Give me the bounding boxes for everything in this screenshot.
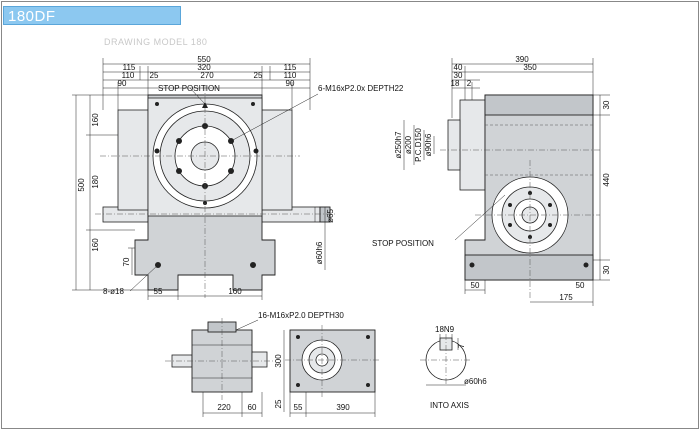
bolt-hole xyxy=(154,148,160,154)
dim-160-bottom: 160 xyxy=(91,238,100,252)
left-side-panel xyxy=(117,109,149,211)
right-side-panel xyxy=(261,109,293,211)
dim-60: 60 xyxy=(248,403,257,412)
side-top-plate xyxy=(484,94,594,116)
dim-25-bottom: 25 xyxy=(274,399,283,408)
model-subtitle: DRAWING MODEL 180 xyxy=(104,37,208,47)
dim-300: 300 xyxy=(274,354,283,368)
dim-550: 550 xyxy=(197,55,211,64)
side-view: 390 40 350 30 18 2 ø250h7 ø200 P.C.D150 … xyxy=(372,55,611,306)
hole-label-front: 8-ø18 xyxy=(103,287,124,296)
dim-25-right: 25 xyxy=(254,71,263,80)
dim-keyway-width: 18N9 xyxy=(435,325,455,334)
dim-110-left: 110 xyxy=(122,71,135,80)
bolt-hole xyxy=(176,138,182,144)
side-base xyxy=(464,254,594,281)
title-banner: 180DF xyxy=(3,6,181,25)
dim-18-side: 18 xyxy=(451,79,460,88)
bottom-right-shaft xyxy=(251,351,268,368)
dim-390-bottom: 390 xyxy=(336,403,350,412)
dim-shaft-dia-65: ø65 xyxy=(326,209,335,223)
bottom-view: 16-M16xP2.0 DEPTH30 220 60 300 25 55 390 xyxy=(165,311,380,417)
dim-115-right: 115 xyxy=(284,63,297,72)
dim-25-left: 25 xyxy=(150,71,159,80)
dim-175: 175 xyxy=(559,293,573,302)
dim-2-side: 2 xyxy=(467,79,472,88)
dim-500: 500 xyxy=(77,178,86,192)
tap-label-front: 6-M16xP2.0x DEPTH22 xyxy=(318,84,404,93)
bolt-hole xyxy=(228,168,234,174)
dim-90-left: 90 xyxy=(118,79,127,88)
dim-55: 55 xyxy=(154,287,163,296)
dim-90-right: 90 xyxy=(286,79,295,88)
dim-220: 220 xyxy=(217,403,231,412)
dim-70: 70 xyxy=(122,257,131,266)
dim-115-left: 115 xyxy=(123,63,136,72)
dim-dia-90: ø90h6 xyxy=(424,133,433,156)
stop-position-label-front: STOP POSITION xyxy=(158,84,220,93)
bolt-hole xyxy=(176,168,182,174)
dim-180: 180 xyxy=(91,175,100,189)
dim-270: 270 xyxy=(200,71,214,80)
axis-view: 18N9 7 ø60h6 INTO AXIS xyxy=(420,325,487,410)
dim-160-bottom-width: 160 xyxy=(228,287,242,296)
dim-350-side: 350 xyxy=(523,63,537,72)
model-title: 180DF xyxy=(8,8,56,25)
tap-label-bottom: 16-M16xP2.0 DEPTH30 xyxy=(258,311,344,320)
dim-pcd-150: P.C.D150 xyxy=(414,128,423,162)
mount-hole xyxy=(250,262,256,268)
dim-55-bottom: 55 xyxy=(294,403,303,412)
dim-160-top: 160 xyxy=(91,113,100,127)
dim-110-right: 110 xyxy=(284,71,297,80)
dim-shaft-dia-60: ø60h6 xyxy=(315,241,324,264)
dim-dia-250: ø250h7 xyxy=(394,131,403,159)
dim-40-side: 40 xyxy=(454,63,463,72)
mount-hole xyxy=(251,102,255,106)
mount-hole xyxy=(155,102,159,106)
dim-320: 320 xyxy=(197,63,211,72)
side-flange xyxy=(459,99,486,191)
front-view: 550 320 115 115 110 25 270 25 110 90 90 … xyxy=(72,55,404,300)
axis-label: INTO AXIS xyxy=(430,401,469,410)
stop-position-label-side: STOP POSITION xyxy=(372,239,434,248)
dim-30-top-right: 30 xyxy=(602,100,611,109)
bolt-hole xyxy=(253,148,259,154)
dim-30-bottom-right: 30 xyxy=(602,265,611,274)
side-pilot xyxy=(447,119,461,171)
dim-keyway-depth: 7 xyxy=(457,343,466,348)
dim-30-side: 30 xyxy=(454,71,463,80)
dim-axis-dia: ø60h6 xyxy=(464,377,487,386)
dim-50-side-right: 50 xyxy=(576,281,585,290)
dim-390-side: 390 xyxy=(515,55,529,64)
dim-dia-200: ø200 xyxy=(404,135,413,154)
dim-50-side-left: 50 xyxy=(471,281,480,290)
dim-440: 440 xyxy=(602,173,611,187)
